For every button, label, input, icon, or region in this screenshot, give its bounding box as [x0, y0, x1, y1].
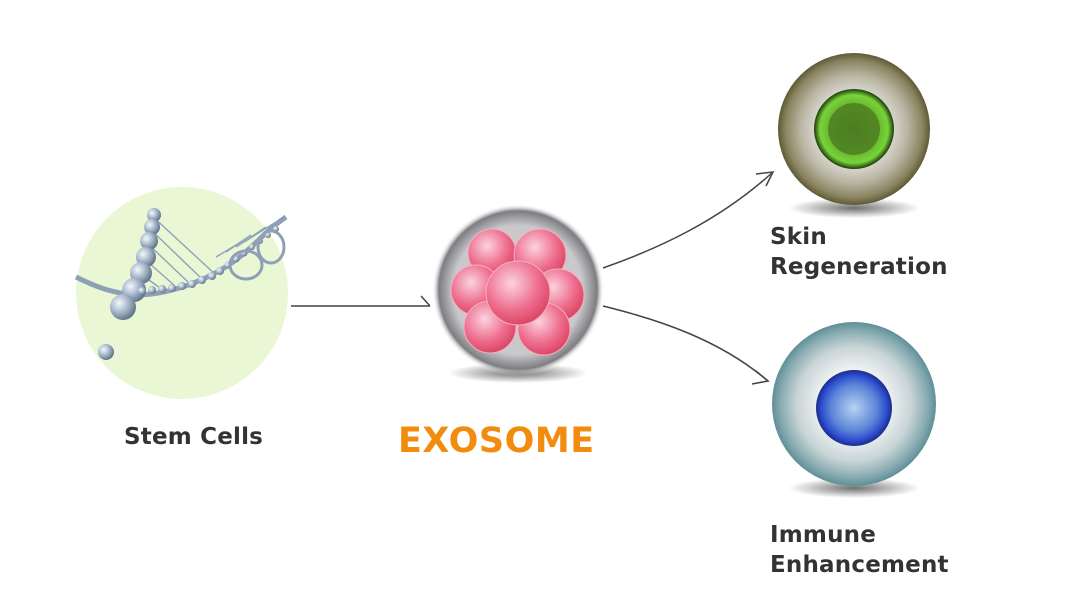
blue-nucleus-cell-icon — [772, 322, 936, 498]
skin-regeneration-label: Skin Regeneration — [770, 222, 948, 282]
dna-helix-icon — [74, 187, 288, 399]
arrow-stem-to-exosome — [291, 295, 431, 307]
stem-cells-label: Stem Cells — [124, 424, 264, 450]
arrow-exosome-to-immune — [602, 305, 770, 385]
skin-regeneration-node — [771, 53, 937, 219]
green-nucleus-cell-icon — [778, 53, 930, 218]
exosome-node — [432, 204, 604, 385]
arrow-exosome-to-skin — [602, 171, 775, 269]
immune-enhancement-node — [771, 320, 937, 500]
immune-enhancement-label-line2: Enhancement — [770, 552, 949, 578]
skin-regeneration-label-line1: Skin — [770, 224, 827, 250]
immune-enhancement-label-line1: Immune — [770, 522, 877, 548]
exosome-cluster-icon — [432, 204, 604, 383]
stem-cells-node — [74, 187, 288, 399]
skin-regeneration-label-line2: Regeneration — [770, 254, 948, 280]
immune-enhancement-label: Immune Enhancement — [770, 520, 949, 580]
exosome-label: EXOSOME — [398, 421, 595, 461]
